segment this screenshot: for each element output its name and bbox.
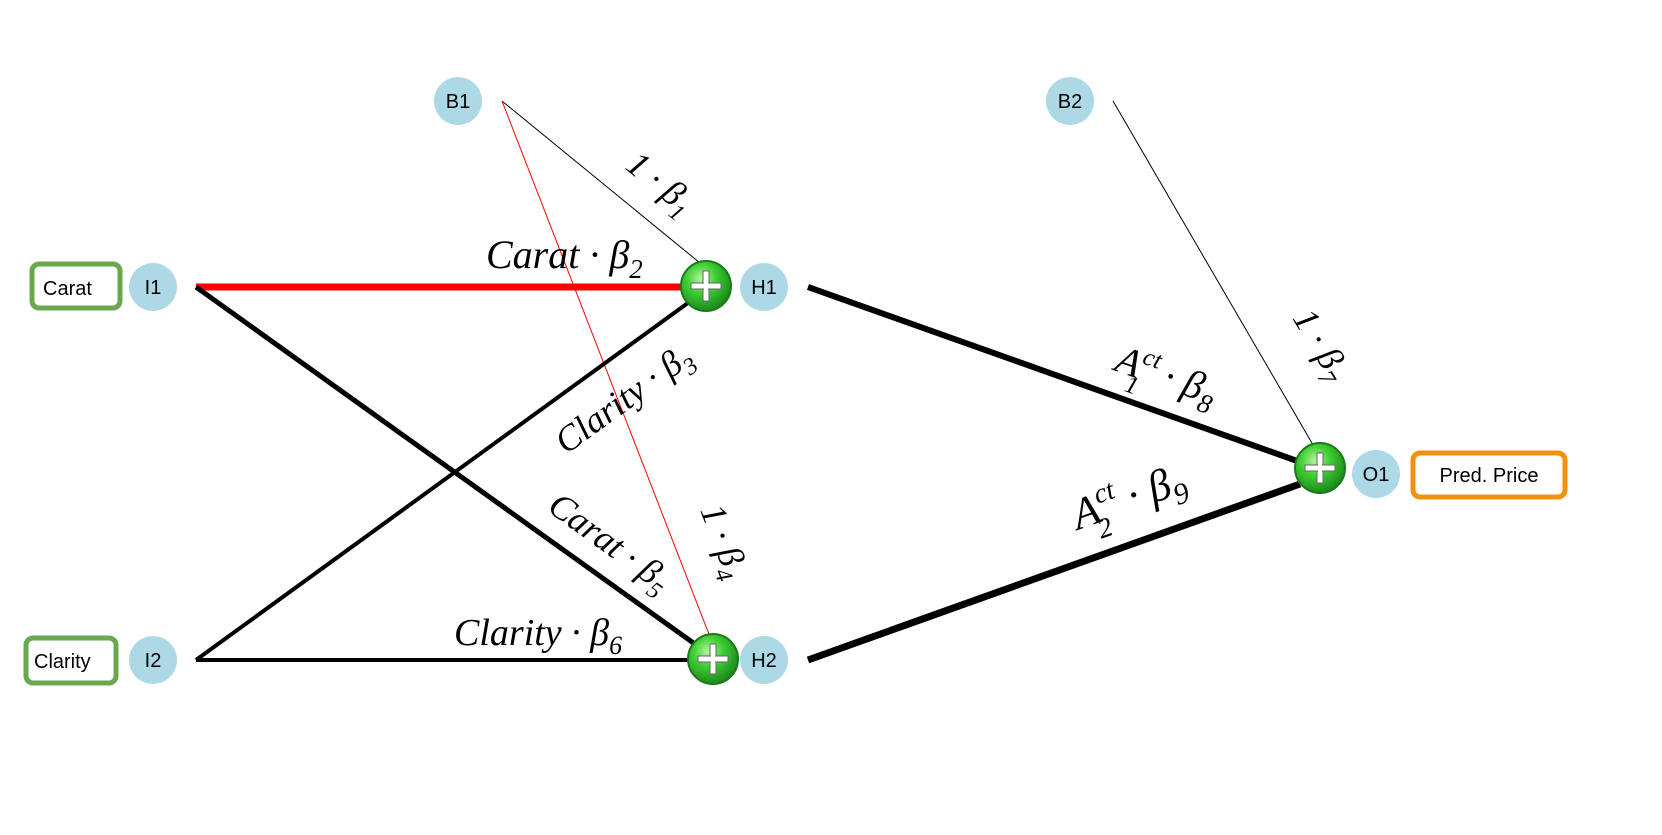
node-h1: H1	[740, 263, 788, 311]
node-i1: I1	[129, 263, 177, 311]
node-b2: B2	[1046, 77, 1094, 125]
input-box-carat: Carat	[29, 261, 123, 311]
weight-label-h2-o1: Act2 · β9	[1061, 451, 1196, 552]
node-i2: I2	[129, 636, 177, 684]
edge-h2-o1	[806, 480, 1302, 664]
svg-text:H1: H1	[751, 277, 777, 299]
edge-b2-o1	[1112, 100, 1317, 451]
weight-label-b2-o1: 1 · β7	[1279, 302, 1358, 391]
node-o1: O1	[1352, 450, 1400, 498]
edge-b1-h1	[501, 100, 701, 264]
node-b1: B1	[434, 77, 482, 125]
edge-b1-h2	[501, 100, 713, 643]
sum-icon-h2	[687, 633, 739, 685]
input-box-clarity: Clarity	[23, 635, 119, 686]
svg-text:Carat: Carat	[43, 278, 92, 300]
weight-label-i2-h1: Clarity · β3	[547, 336, 703, 467]
edge-i1-h2	[194, 284, 708, 655]
weight-label-i1-h1: Carat · β2	[486, 232, 643, 284]
edge-i2-h1	[194, 298, 694, 662]
weight-label-b1-h1: 1 · β1	[615, 143, 703, 227]
weight-label-b1-h2: 1 · β4	[686, 499, 757, 586]
edge-h1-o1	[806, 284, 1302, 465]
svg-text:Clarity: Clarity	[34, 651, 91, 673]
sum-icon-h1	[680, 260, 732, 312]
sum-icon-o1	[1294, 442, 1346, 494]
svg-text:B1: B1	[446, 91, 470, 113]
svg-text:I1: I1	[145, 277, 162, 299]
node-h2: H2	[740, 636, 788, 684]
svg-text:O1: O1	[1363, 464, 1390, 486]
output-box-pred-price: Pred. Price	[1410, 450, 1568, 500]
svg-text:B2: B2	[1058, 91, 1082, 113]
svg-text:H2: H2	[751, 650, 777, 672]
weight-label-i2-h2: Clarity · β6	[454, 612, 622, 660]
svg-text:I2: I2	[145, 650, 162, 672]
svg-text:Pred. Price: Pred. Price	[1440, 465, 1539, 487]
